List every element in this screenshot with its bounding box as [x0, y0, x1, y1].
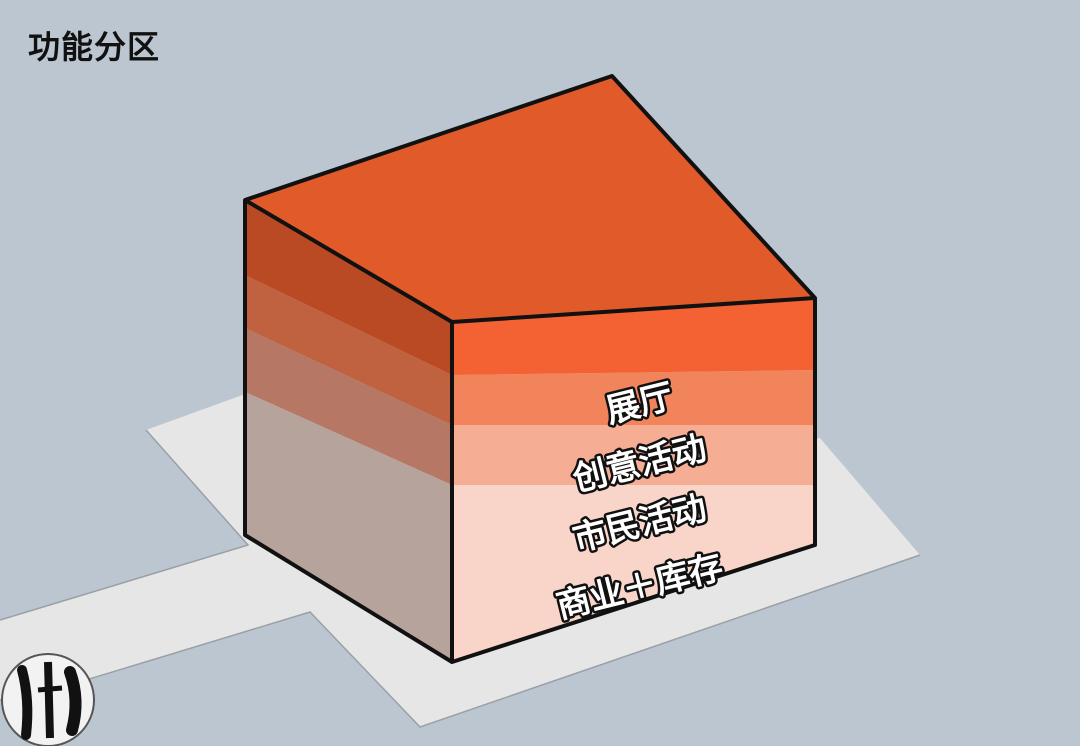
logo-seal [1, 653, 95, 746]
side-layer-1 [245, 200, 452, 375]
front-layer-1 [452, 300, 815, 375]
front-layer-2 [452, 370, 815, 425]
page-title: 功能分区 [28, 28, 161, 66]
front-layer-4 [452, 485, 815, 662]
site-ground-edge [0, 429, 250, 621]
side-layer-4 [245, 392, 452, 662]
side-layer-2 [245, 275, 452, 425]
side-layer-3 [245, 328, 452, 485]
roof-top [245, 76, 815, 322]
building-outline [243, 74, 817, 664]
front-layer-3 [452, 425, 815, 485]
